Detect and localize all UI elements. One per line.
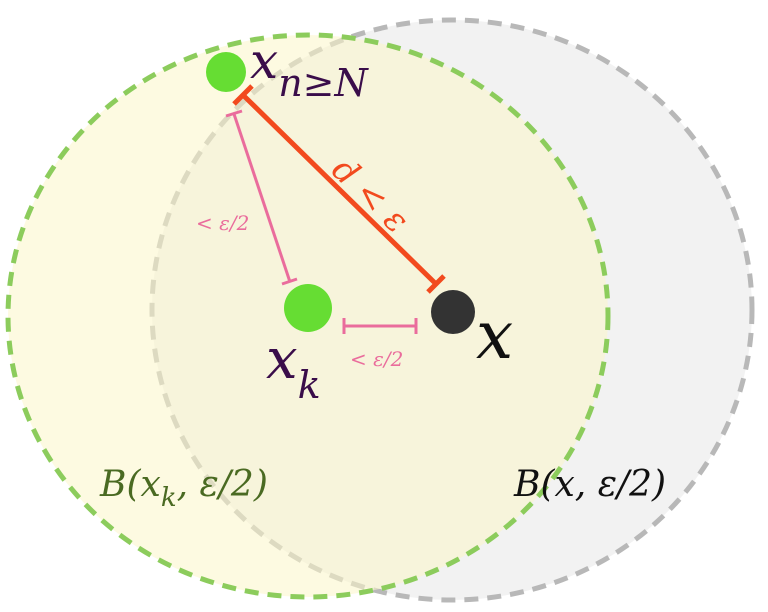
distance-line — [232, 84, 446, 294]
half-eps-line-left — [225, 109, 298, 286]
label-x-k: xk — [266, 327, 321, 407]
label-x: x — [476, 297, 513, 374]
label-ball-xk: B(xk, ε/2) — [99, 464, 268, 513]
label-ball-x: B(x, ε/2) — [513, 464, 666, 505]
point-x — [431, 290, 475, 334]
half-eps-line-bottom — [342, 318, 418, 334]
label-half-eps-left: < ε/2 — [196, 211, 249, 235]
label-half-eps-bottom: < ε/2 — [350, 347, 403, 371]
label-x-n: xn≥N — [250, 32, 370, 105]
point-x-k — [284, 284, 332, 332]
point-x-n — [206, 52, 246, 92]
